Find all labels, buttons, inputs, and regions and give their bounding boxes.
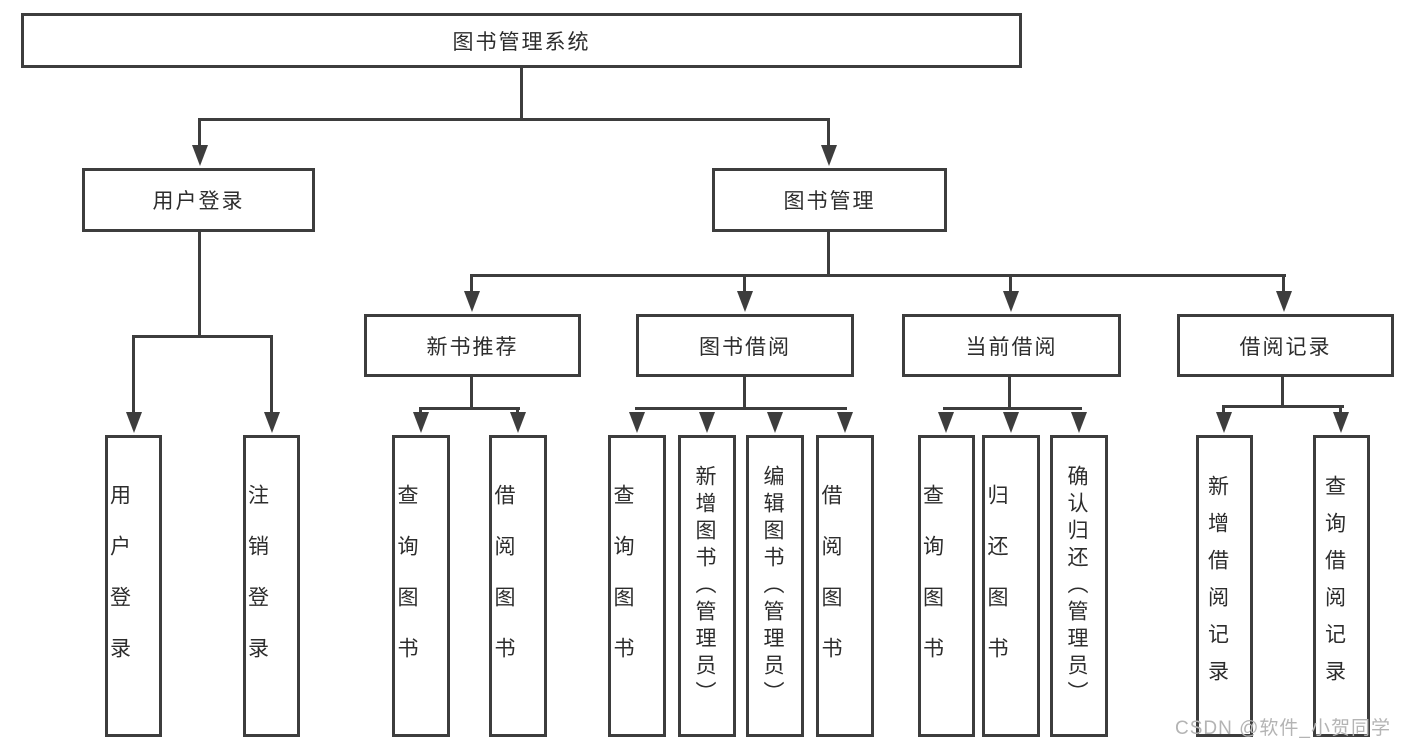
connector-to-br-query	[1339, 405, 1342, 417]
connector-to-book-borrowing	[743, 274, 746, 294]
leaf-borrowing-add-books-admin: 新增图书（管理员）	[678, 435, 736, 737]
leaf-label: 用户登录	[107, 484, 131, 688]
leaf-records-query-record: 查询借阅记录	[1313, 435, 1370, 737]
arrow-down-icon	[629, 412, 645, 433]
connector-user-login-stem	[198, 232, 201, 336]
leaf-borrowing-edit-books-admin: 编辑图书（管理员）	[746, 435, 804, 737]
leaf-label: 查询借阅记录	[1322, 475, 1346, 697]
node-book-management: 图书管理	[712, 168, 947, 232]
node-book-borrowing: 图书借阅	[636, 314, 854, 377]
arrow-down-icon	[510, 412, 526, 433]
leaf-borrowing-query-books: 查询图书	[608, 435, 666, 737]
connector-current-borrowing-rail	[943, 407, 1082, 410]
arrow-down-icon	[1003, 412, 1019, 433]
connector-book-borrowing-stem	[743, 377, 746, 410]
connector-borrow-records-rail	[1222, 405, 1344, 408]
connector-to-current-borrowing	[1009, 274, 1012, 294]
leaf-current-return-books: 归还图书	[982, 435, 1040, 737]
leaf-label: 借阅图书	[492, 484, 515, 688]
connector-to-new-book-recommend	[470, 274, 473, 294]
leaf-label: 查询图书	[920, 484, 944, 688]
arrow-down-icon	[737, 291, 753, 312]
arrow-down-icon	[464, 291, 480, 312]
connector-to-borrow-records	[1282, 274, 1285, 294]
node-label: 图书管理	[783, 190, 876, 213]
node-label: 用户登录	[152, 190, 245, 213]
leaf-logout: 注销登录	[243, 435, 300, 737]
leaf-newbook-query-books: 查询图书	[392, 435, 450, 737]
connector-borrow-records-stem	[1281, 377, 1284, 408]
arrow-down-icon	[1276, 291, 1292, 312]
leaf-label: 查询图书	[395, 484, 418, 688]
connector-user-login-rail	[132, 335, 273, 338]
connector-to-book-management	[827, 118, 830, 150]
connector-to-br-add	[1222, 405, 1225, 417]
node-current-borrowing: 当前借阅	[902, 314, 1121, 377]
node-label: 借阅记录	[1239, 335, 1332, 359]
connector-root-rail	[198, 118, 830, 121]
node-borrow-records: 借阅记录	[1177, 314, 1394, 377]
leaf-label: 归还图书	[985, 484, 1008, 688]
leaf-label: 编辑图书（管理员）	[761, 464, 784, 708]
arrow-down-icon	[126, 412, 142, 433]
node-label: 当前借阅	[965, 335, 1058, 359]
arrow-down-icon	[699, 412, 715, 433]
arrow-down-icon	[413, 412, 429, 433]
connector-new-book-stem	[470, 377, 473, 410]
node-user-login: 用户登录	[82, 168, 315, 232]
arrow-down-icon	[767, 412, 783, 433]
leaf-label: 注销登录	[245, 484, 269, 688]
connector-to-leaf-user-login	[132, 335, 135, 415]
leaf-label: 确认归还（管理员）	[1065, 464, 1088, 708]
arrow-down-icon	[1216, 412, 1232, 433]
node-label: 图书管理系统	[452, 30, 591, 54]
leaf-newbook-borrow-books: 借阅图书	[489, 435, 547, 737]
csdn-watermark: CSDN @软件_小贺同学	[1175, 718, 1391, 739]
connector-book-management-stem	[827, 232, 830, 277]
leaf-label: 借阅图书	[819, 484, 842, 688]
node-label: 图书借阅	[699, 335, 791, 359]
connector-to-user-login	[198, 118, 201, 150]
arrow-down-icon	[1003, 291, 1019, 312]
connector-to-leaf-logout	[270, 335, 273, 415]
node-label: 新书推荐	[426, 335, 519, 359]
arrow-down-icon	[1333, 412, 1349, 433]
connector-root-stem	[520, 68, 523, 118]
leaf-current-query-books: 查询图书	[918, 435, 975, 737]
arrow-down-icon	[938, 412, 954, 433]
leaf-borrowing-borrow-books: 借阅图书	[816, 435, 874, 737]
node-new-book-recommend: 新书推荐	[364, 314, 581, 377]
leaf-label: 查询图书	[611, 484, 634, 688]
arrow-down-icon	[821, 145, 837, 166]
connector-new-book-rail	[419, 407, 520, 410]
connector-current-borrowing-stem	[1008, 377, 1011, 410]
connector-book-management-rail	[470, 274, 1286, 277]
leaf-records-add-record: 新增借阅记录	[1196, 435, 1253, 737]
connector-book-borrowing-rail	[635, 407, 847, 410]
arrow-down-icon	[264, 412, 280, 433]
arrow-down-icon	[192, 145, 208, 166]
arrow-down-icon	[837, 412, 853, 433]
arrow-down-icon	[1071, 412, 1087, 433]
leaf-user-login: 用户登录	[105, 435, 162, 737]
leaf-label: 新增图书（管理员）	[693, 464, 716, 708]
node-library-management-system: 图书管理系统	[21, 13, 1022, 68]
leaf-current-confirm-return-admin: 确认归还（管理员）	[1050, 435, 1108, 737]
leaf-label: 新增借阅记录	[1205, 475, 1229, 697]
